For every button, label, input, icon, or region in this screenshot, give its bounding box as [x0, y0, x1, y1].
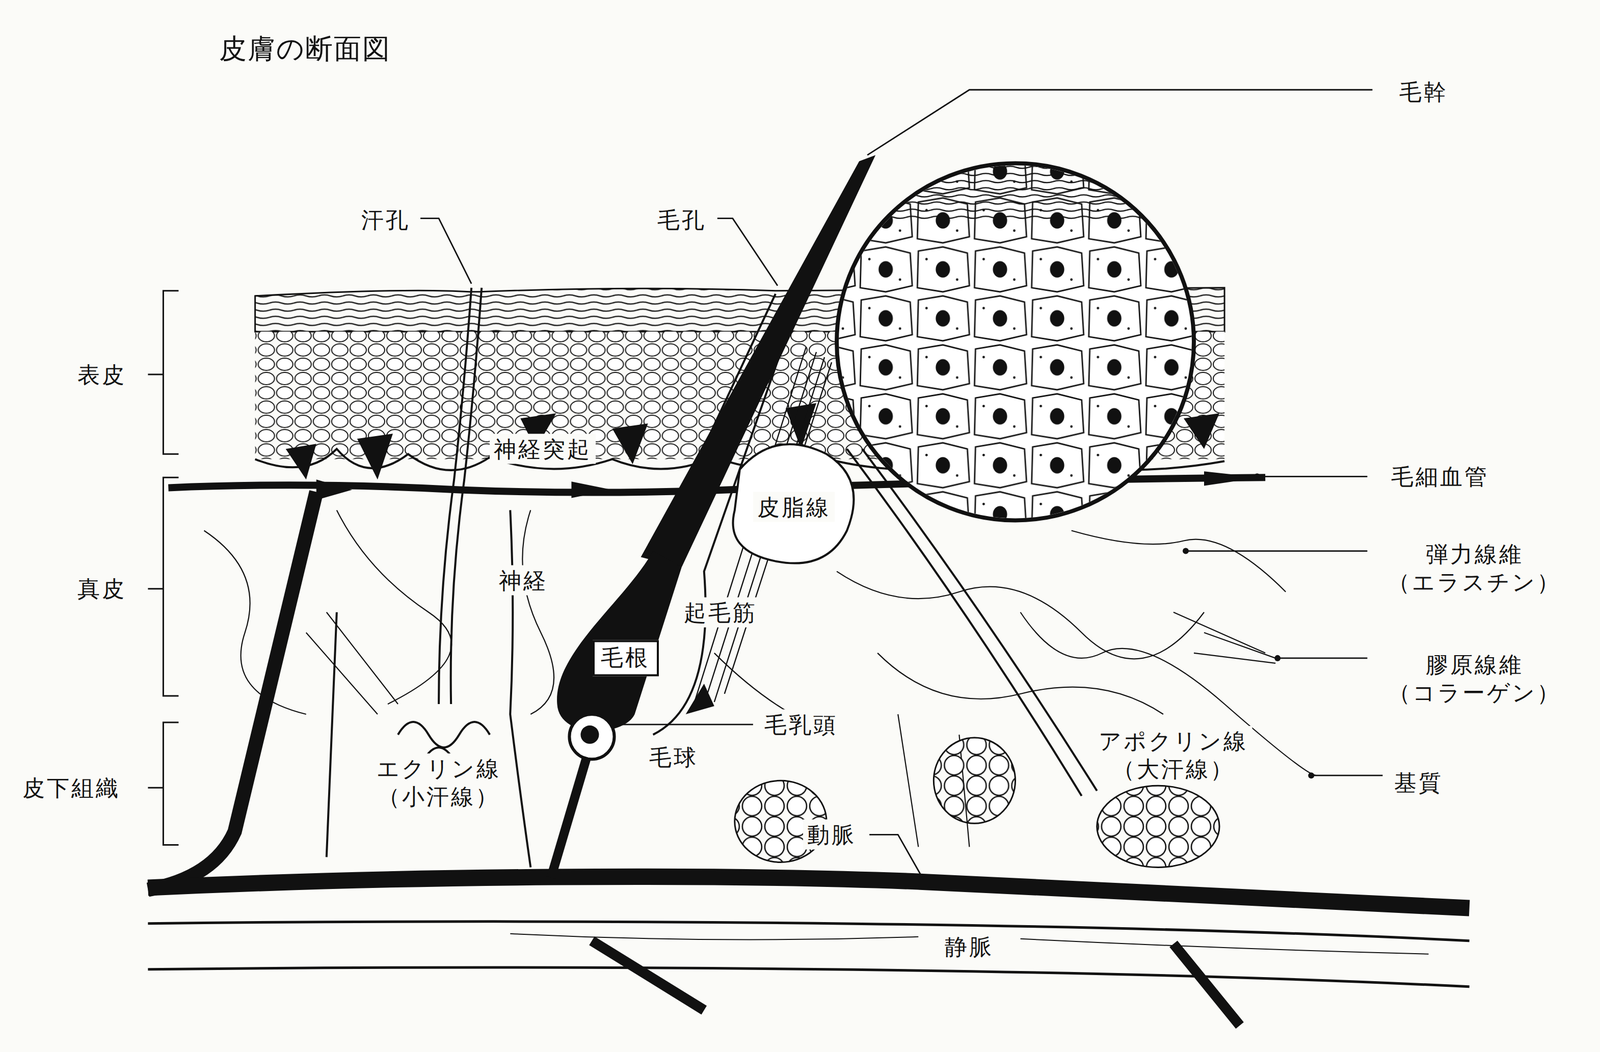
part-label: 弾力線維 （エラスチン）: [1383, 539, 1566, 598]
part-label: 皮脂線: [753, 492, 835, 523]
label-box: 毛根: [592, 640, 659, 677]
part-label: 神経: [494, 565, 552, 596]
part-label: 表皮: [73, 359, 131, 390]
part-label: 静脈: [940, 931, 998, 963]
part-label: 起毛筋: [679, 597, 762, 628]
part-label: アポクリン線 （大汗線）: [1094, 726, 1252, 785]
part-label: エクリン線 （小汗線）: [372, 753, 505, 812]
part-label: 毛細血管: [1387, 461, 1493, 492]
box-text: 毛根: [600, 644, 651, 672]
part-label: 真皮: [73, 573, 131, 604]
part-label: 毛幹: [1395, 76, 1453, 108]
part-label: 皮下組織: [18, 772, 125, 803]
part-label: 神経突起: [489, 434, 596, 465]
part-label: 汗孔: [357, 204, 415, 235]
part-label: 膠原線維 （コラーゲン）: [1383, 649, 1566, 708]
part-label: 基質: [1390, 767, 1448, 798]
part-label: 毛孔: [653, 204, 711, 235]
part-label: 動脈: [803, 819, 861, 850]
part-label: 毛球: [645, 741, 703, 772]
diagram-title: 皮膚の断面図: [219, 30, 391, 68]
part-label: 毛乳頭: [760, 709, 842, 740]
